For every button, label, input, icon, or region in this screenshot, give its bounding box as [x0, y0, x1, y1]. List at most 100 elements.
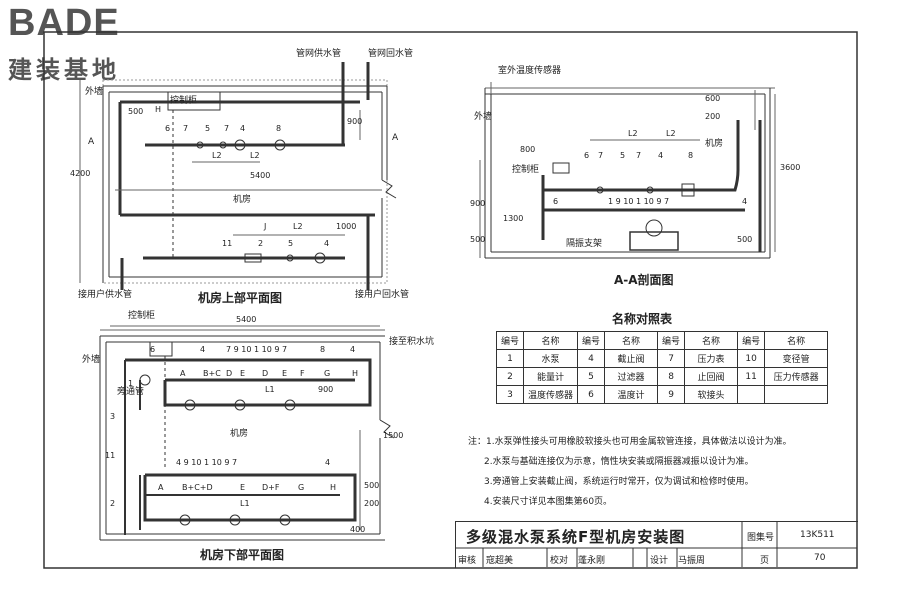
- legend-cell: [737, 385, 766, 404]
- section-dim-1300: 1300: [503, 214, 524, 223]
- legend-header-cell: 编号: [737, 331, 766, 350]
- bade-logo: BADE: [8, 2, 120, 44]
- section-dim-900: 900: [470, 199, 486, 208]
- lower-item-11: 11: [105, 451, 116, 460]
- section-dim-200: 200: [705, 112, 721, 121]
- upper-room-label: 机房: [233, 195, 252, 205]
- legend-header-cell: 名称: [684, 331, 739, 350]
- lower-item-6: 6: [150, 345, 156, 354]
- note-3: 3.旁通管上安装截止阀，系统运行时常开，仅为调试和检修时使用。: [484, 477, 754, 487]
- seq-bottom-2: E: [240, 483, 246, 492]
- lower-l1-bottom: L1: [240, 499, 250, 508]
- upper-item-6: 6: [165, 124, 171, 133]
- upper-item-7: 7: [183, 124, 189, 133]
- design-label: 设计: [650, 556, 669, 566]
- upper-dim-h: H: [155, 105, 162, 114]
- table-row: 1 水泵 4 截止阀 7 压力表 10 变径管: [495, 349, 829, 368]
- seq-bottom-5: H: [330, 483, 337, 492]
- seq-top-7: G: [324, 369, 331, 378]
- legend-cell: 过滤器: [604, 367, 659, 386]
- legend-cell: 压力表: [684, 349, 739, 368]
- section-dim-500b: 500: [737, 235, 753, 244]
- upper-dim-5400: 5400: [250, 171, 271, 180]
- reviewer-name: 寇超美: [486, 556, 514, 566]
- section-item-8: 8: [688, 151, 694, 160]
- legend-cell: 9: [657, 385, 686, 404]
- section-item-5: 5: [620, 151, 626, 160]
- check-label: 校对: [550, 556, 569, 566]
- legend-cell: 1: [495, 349, 525, 368]
- seq-top-3: E: [240, 369, 246, 378]
- seq-top-2: D: [226, 369, 233, 378]
- section-item-7: 7: [598, 151, 604, 160]
- upper-dim-1000: 1000: [336, 222, 357, 231]
- lower-dim-1500: 1500: [383, 431, 404, 440]
- legend-cell: 水泵: [523, 349, 579, 368]
- drawing-title: 多级混水泵系统F型机房安装图: [466, 528, 686, 546]
- legend-header-cell: 编号: [577, 331, 606, 350]
- section-control-cabinet-label: 控制柜: [512, 165, 540, 175]
- lower-dim-5400: 5400: [236, 315, 257, 324]
- sheet-frame: [43, 31, 858, 569]
- lower-item-3: 3: [110, 412, 116, 421]
- section-room-label: 机房: [705, 139, 724, 149]
- section-dim-l2a: L2: [628, 129, 638, 138]
- upper-item-4: 4: [240, 124, 246, 133]
- legend-cell: 温度计: [604, 385, 659, 404]
- return-main-label: 管网回水管: [368, 49, 414, 59]
- upper-item-5: 5: [205, 124, 211, 133]
- seq-bottom-3: D+F: [262, 483, 280, 492]
- upper-dim-l2b: L2: [250, 151, 260, 160]
- table-row: 3 温度传感器 6 温度计 9 软接头: [495, 385, 829, 404]
- lower-outer-wall-label: 外墙: [82, 355, 101, 365]
- lower-room-label: 机房: [230, 429, 249, 439]
- lower-item-1: 1: [128, 379, 134, 388]
- lower-control-cabinet-label: 控制柜: [128, 311, 156, 321]
- section-item-6: 6: [584, 151, 590, 160]
- section-dim-800: 800: [520, 145, 536, 154]
- section-aa-caption: A-A剖面图: [614, 273, 674, 287]
- lower-plan-caption: 机房下部平面图: [200, 548, 285, 562]
- legend-cell: 6: [577, 385, 606, 404]
- seq-top-0: A: [180, 369, 186, 378]
- drain-label: 接至积水坑: [389, 337, 435, 347]
- lower-dim-900: 900: [318, 385, 334, 394]
- section-item-6b: 6: [553, 197, 559, 206]
- seq-bottom-1: B+C+D: [182, 483, 213, 492]
- upper-section-a-right: A: [392, 133, 399, 143]
- note-1: 注：1.水泵弹性接头可用橡胶软接头也可用金属软管连接，具体做法以设计为准。: [468, 437, 792, 447]
- legend-cell: 压力传感器: [764, 367, 829, 386]
- outdoor-sensor-label: 室外温度传感器: [498, 66, 562, 76]
- legend-title: 名称对照表: [612, 312, 673, 326]
- title-block: [455, 521, 858, 568]
- upper-item-2: 2: [258, 239, 264, 248]
- upper-control-cabinet-label: 控制柜: [170, 96, 198, 106]
- user-supply-label: 接用户供水管: [78, 290, 133, 300]
- lower-row-b-items: 4 9 10 1 10 9 7: [176, 458, 238, 467]
- legend-cell: 止回阀: [684, 367, 739, 386]
- seq-bottom-0: A: [158, 483, 164, 492]
- title-block-grid: [455, 521, 857, 567]
- legend-cell: 5: [577, 367, 606, 386]
- legend-cell: 截止阀: [604, 349, 659, 368]
- seq-top-4: D: [262, 369, 269, 378]
- checker-name: 蓬永刚: [578, 556, 606, 566]
- upper-item-4b: 4: [324, 239, 330, 248]
- legend-header-cell: 编号: [495, 331, 525, 350]
- upper-outer-wall-label: 外墙: [85, 87, 104, 97]
- section-row2-items: 1 9 10 1 10 9 7: [608, 197, 670, 206]
- upper-plan-drawing: [79, 62, 397, 290]
- note-4: 4.安装尺寸详见本图集第60页。: [484, 497, 613, 507]
- lower-dim-200: 200: [364, 499, 380, 508]
- legend-header-cell: 名称: [764, 331, 829, 350]
- user-return-label: 接用户回水管: [355, 290, 410, 300]
- lower-plan-drawing: [99, 325, 395, 541]
- lower-item-4b: 4: [350, 345, 356, 354]
- upper-item-11: 11: [222, 239, 233, 248]
- upper-dim-900: 900: [347, 117, 363, 126]
- legend-table: 编号 名称 编号 名称 编号 名称 编号 名称 1 水泵 4 截止阀 7 压力表…: [495, 331, 829, 404]
- section-item-7b: 7: [636, 151, 642, 160]
- lower-item-8: 8: [320, 345, 326, 354]
- supply-main-label: 管网供水管: [296, 49, 342, 59]
